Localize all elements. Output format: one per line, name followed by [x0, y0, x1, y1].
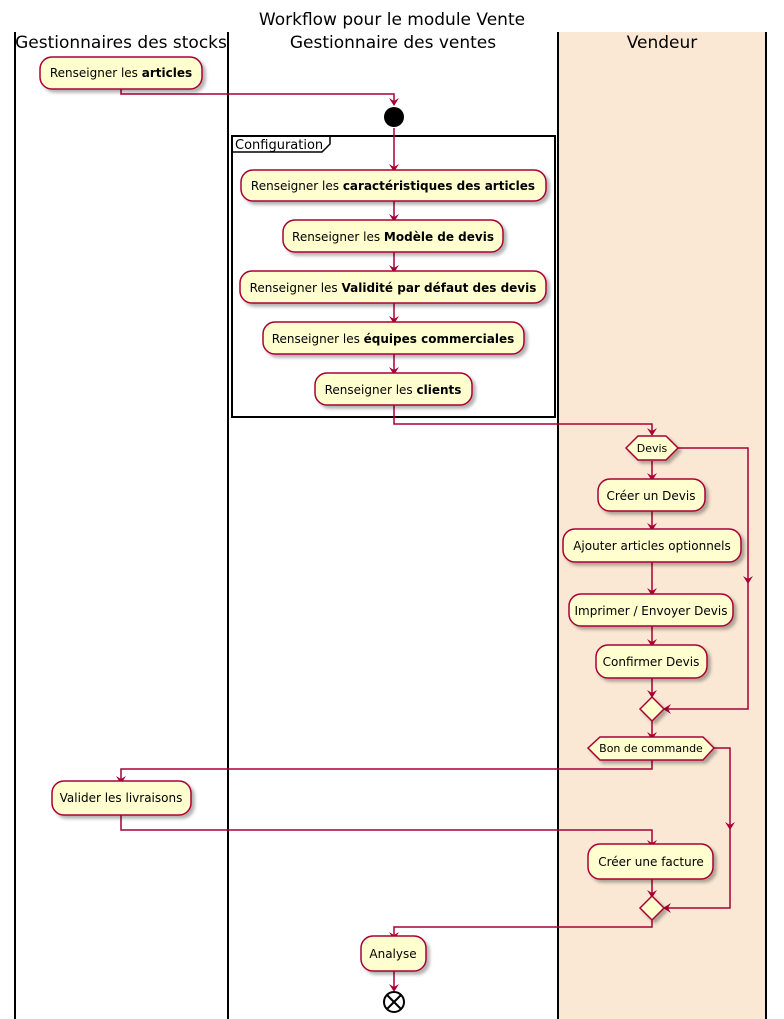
start-node [384, 107, 404, 127]
svg-text:Ajouter articles optionnels: Ajouter articles optionnels [573, 539, 731, 553]
activity-renseigner-clients: Renseigner les clients [314, 372, 473, 406]
activity-imprimer-envoyer-devis: Imprimer / Envoyer Devis [568, 593, 734, 627]
activity-renseigner-caracteristiques: Renseigner les caractéristiques des arti… [240, 169, 547, 202]
activity-renseigner-articles: Renseigner les articles [39, 56, 203, 90]
lane-title-ventes: Gestionnaire des ventes [290, 33, 496, 53]
activity-valider-livraisons: Valider les livraisons [51, 780, 192, 816]
svg-text:Créer une facture: Créer une facture [598, 855, 704, 869]
svg-text:Créer un Devis: Créer un Devis [607, 489, 696, 503]
diagram-title: Workflow pour le module Vente [259, 10, 525, 30]
decision-devis: Devis [624, 435, 680, 461]
lane-title-stocks: Gestionnaires des stocks [15, 33, 227, 53]
activity-renseigner-validite: Renseigner les Validité par défaut des d… [239, 270, 547, 304]
activity-renseigner-equipes: Renseigner les équipes commerciales [262, 321, 525, 355]
svg-text:Devis: Devis [637, 442, 668, 455]
decision-bon-de-commande: Bon de commande [586, 736, 716, 761]
decision-merge-devis [638, 695, 666, 723]
activity-renseigner-modele: Renseigner les Modèle de devis [282, 219, 504, 253]
activity-analyse: Analyse [360, 935, 427, 972]
decision-merge-commande [638, 894, 666, 922]
svg-text:Renseigner les clients: Renseigner les clients [325, 383, 462, 397]
lane-title-vendeur: Vendeur [627, 33, 698, 53]
svg-text:Renseigner les Modèle de devis: Renseigner les Modèle de devis [292, 230, 494, 244]
svg-text:Bon de commande: Bon de commande [599, 742, 703, 755]
svg-text:Imprimer / Envoyer Devis: Imprimer / Envoyer Devis [575, 604, 728, 618]
activity-creer-devis: Créer un Devis [597, 478, 706, 512]
end-node [383, 991, 405, 1013]
svg-text:Renseigner les équipes commerc: Renseigner les équipes commerciales [272, 332, 514, 346]
flow-lines [116, 89, 753, 992]
configuration-frame-label: Configuration [235, 138, 323, 153]
svg-text:Renseigner les caractéristique: Renseigner les caractéristiques des arti… [251, 179, 535, 193]
configuration-frame-tab [232, 136, 331, 153]
svg-text:Confirmer Devis: Confirmer Devis [603, 655, 700, 669]
activity-ajouter-articles-optionnels: Ajouter articles optionnels [562, 528, 742, 563]
activity-confirmer-devis: Confirmer Devis [595, 644, 708, 679]
activity-creer-facture: Créer une facture [587, 843, 714, 880]
svg-text:Renseigner les Validité par dé: Renseigner les Validité par défaut des d… [250, 281, 537, 295]
svg-text:Analyse: Analyse [369, 947, 416, 961]
svg-text:Renseigner les articles: Renseigner les articles [50, 66, 192, 80]
svg-text:Valider les livraisons: Valider les livraisons [60, 791, 183, 805]
